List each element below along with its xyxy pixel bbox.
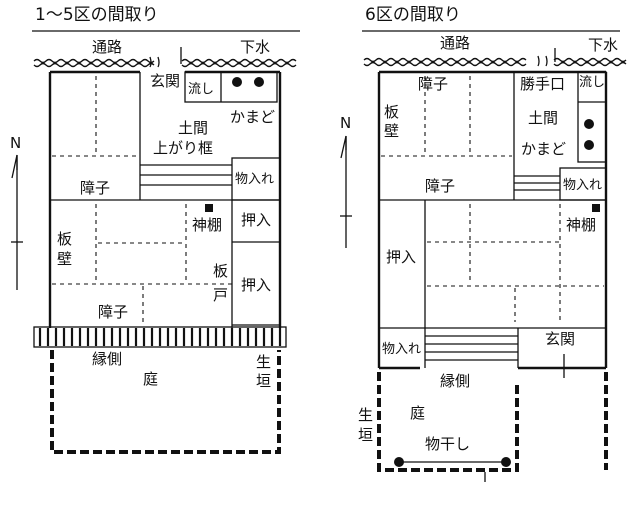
right-itakabe-label-1: 板	[384, 103, 399, 121]
right-nagashi-label-1: 流	[579, 75, 592, 90]
left-stove-dot-1	[232, 77, 242, 87]
right-kamado-label: かまど	[521, 140, 566, 158]
right-monoire-bottom-label: 物入れ	[382, 342, 421, 357]
left-ikegaki-label-2: 垣	[256, 372, 271, 390]
left-shoji-bottom-label: 障子	[98, 303, 128, 321]
right-stove-dot-1	[584, 119, 594, 129]
left-hedge-outline	[50, 350, 281, 454]
left-sink-box	[184, 71, 278, 103]
left-nagashi-label: 流し	[188, 82, 214, 97]
right-shoji-lower-label: 障子	[425, 177, 455, 195]
left-itado-label-2: 戸	[213, 286, 228, 304]
right-itakabe-label-2: 壁	[384, 122, 399, 140]
left-doma-label: 土間	[178, 119, 208, 137]
left-stove-dot-2	[254, 77, 264, 87]
right-sink-box	[577, 71, 607, 163]
left-kamidana-label: 神棚	[192, 216, 222, 234]
left-itado-label-1: 板	[213, 262, 228, 280]
left-road-label: 通路	[92, 38, 122, 56]
left-monoire-label: 物入れ	[235, 172, 274, 187]
left-compass-arrow	[11, 154, 18, 179]
right-niwa-label: 庭	[410, 404, 425, 422]
right-doma-label: 土間	[528, 109, 558, 127]
right-pipe-marks	[537, 55, 548, 67]
left-oshiire-lower-label: 押入	[241, 276, 271, 294]
right-drain-wave-2	[363, 61, 627, 67]
right-compass: N	[340, 114, 352, 248]
right-compass-north: N	[340, 114, 351, 132]
left-plan-title: 1～5区の間取り	[35, 5, 159, 25]
left-engawa-label: 縁側	[92, 350, 122, 368]
left-drain-wave-2	[33, 62, 297, 68]
left-itakabe-label-2: 壁	[57, 250, 72, 268]
right-ikegaki-label-2: 垣	[358, 426, 373, 444]
right-kamidana-mark	[592, 204, 600, 212]
right-garden-hedge	[377, 372, 519, 472]
right-drain-wave	[363, 57, 627, 63]
left-engawa-rect	[33, 326, 287, 348]
left-ikegaki-label-1: 生	[256, 353, 271, 371]
left-compass-north: N	[10, 134, 21, 152]
left-shoji-top-label: 障子	[80, 179, 110, 197]
left-kamidana-mark	[205, 204, 213, 212]
left-engawa-hatch	[38, 328, 282, 346]
left-floor-plan: 1～5区の間取り 通路 下水 玄関 流し かまど 土間 上がり框 物入	[32, 5, 300, 454]
left-genkan-label: 玄関	[150, 72, 180, 90]
right-monohoshi-label: 物干し	[425, 435, 470, 453]
right-stove-dot-2	[584, 140, 594, 150]
right-drain-label: 下水	[588, 36, 618, 54]
right-drying-post-1	[394, 457, 404, 467]
right-drying-post-2	[501, 457, 511, 467]
left-niwa-label: 庭	[143, 370, 158, 388]
right-compass-arrow	[340, 135, 347, 159]
right-shoji-upper-label: 障子	[418, 75, 448, 93]
right-oshiire-label: 押入	[386, 248, 416, 266]
right-genkan-label: 玄関	[545, 330, 575, 348]
right-floor-plan: 6区の間取り 通路 下水 障子 勝手口 流 し 板 壁 土間 かまど	[358, 5, 627, 482]
right-plan-title: 6区の間取り	[365, 5, 461, 25]
left-kamado-label: かまど	[230, 108, 275, 126]
left-drain-label: 下水	[240, 38, 270, 56]
left-compass: N	[10, 134, 23, 290]
left-oshiire-upper-label: 押入	[241, 211, 271, 229]
left-pipe-marks	[149, 56, 160, 68]
right-kamidana-label: 神棚	[566, 216, 596, 234]
right-ikegaki-label-1: 生	[358, 406, 373, 424]
left-agarikamachi-label: 上がり框	[153, 139, 213, 157]
right-road-top-label: 通路	[440, 34, 470, 52]
right-nagashi-label-2: し	[592, 75, 605, 90]
left-itakabe-label-1: 板	[57, 230, 72, 248]
right-engawa-label: 縁側	[440, 372, 470, 390]
right-monoire-top-label: 物入れ	[563, 178, 602, 193]
left-drain-wave	[33, 58, 297, 64]
right-katteguchi-label: 勝手口	[520, 75, 565, 93]
